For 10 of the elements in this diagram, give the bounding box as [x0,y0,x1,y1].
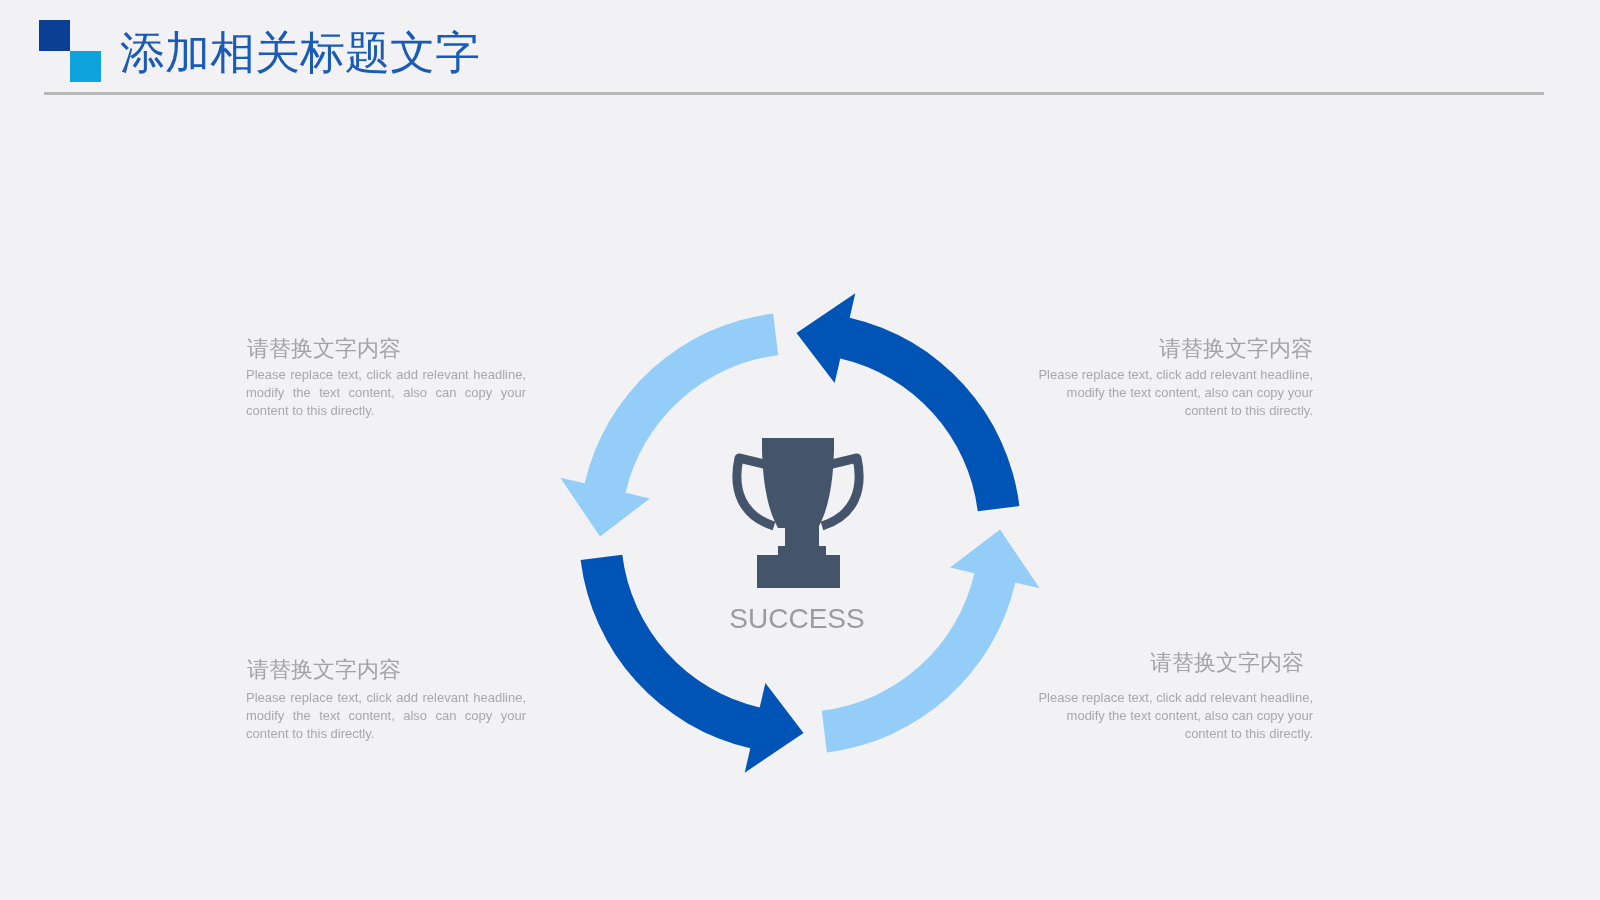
heading-text: 请替换文字内容 [247,657,401,683]
center-label: SUCCESS [729,603,865,635]
body-text: Please replace text, click add relevant headline, modify the text content, also can copy your content to this directly. [246,689,526,743]
heading-text: 请替换文字内容 [247,336,401,362]
body-text: Please replace text, click add relevant headline, modify the text content, also can copy your content to this directly. [1037,366,1313,420]
body-text: Please replace text, click add relevant headline, modify the text content, also can copy your content to this directly. [246,366,526,420]
heading-text: 请替换文字内容 [1150,650,1304,676]
page-title: 添加相关标题文字 [120,28,480,78]
body-text: Please replace text, click add relevant headline, modify the text content, also can copy your content to this directly. [1037,689,1313,743]
heading-text: 请替换文字内容 [1159,336,1313,362]
